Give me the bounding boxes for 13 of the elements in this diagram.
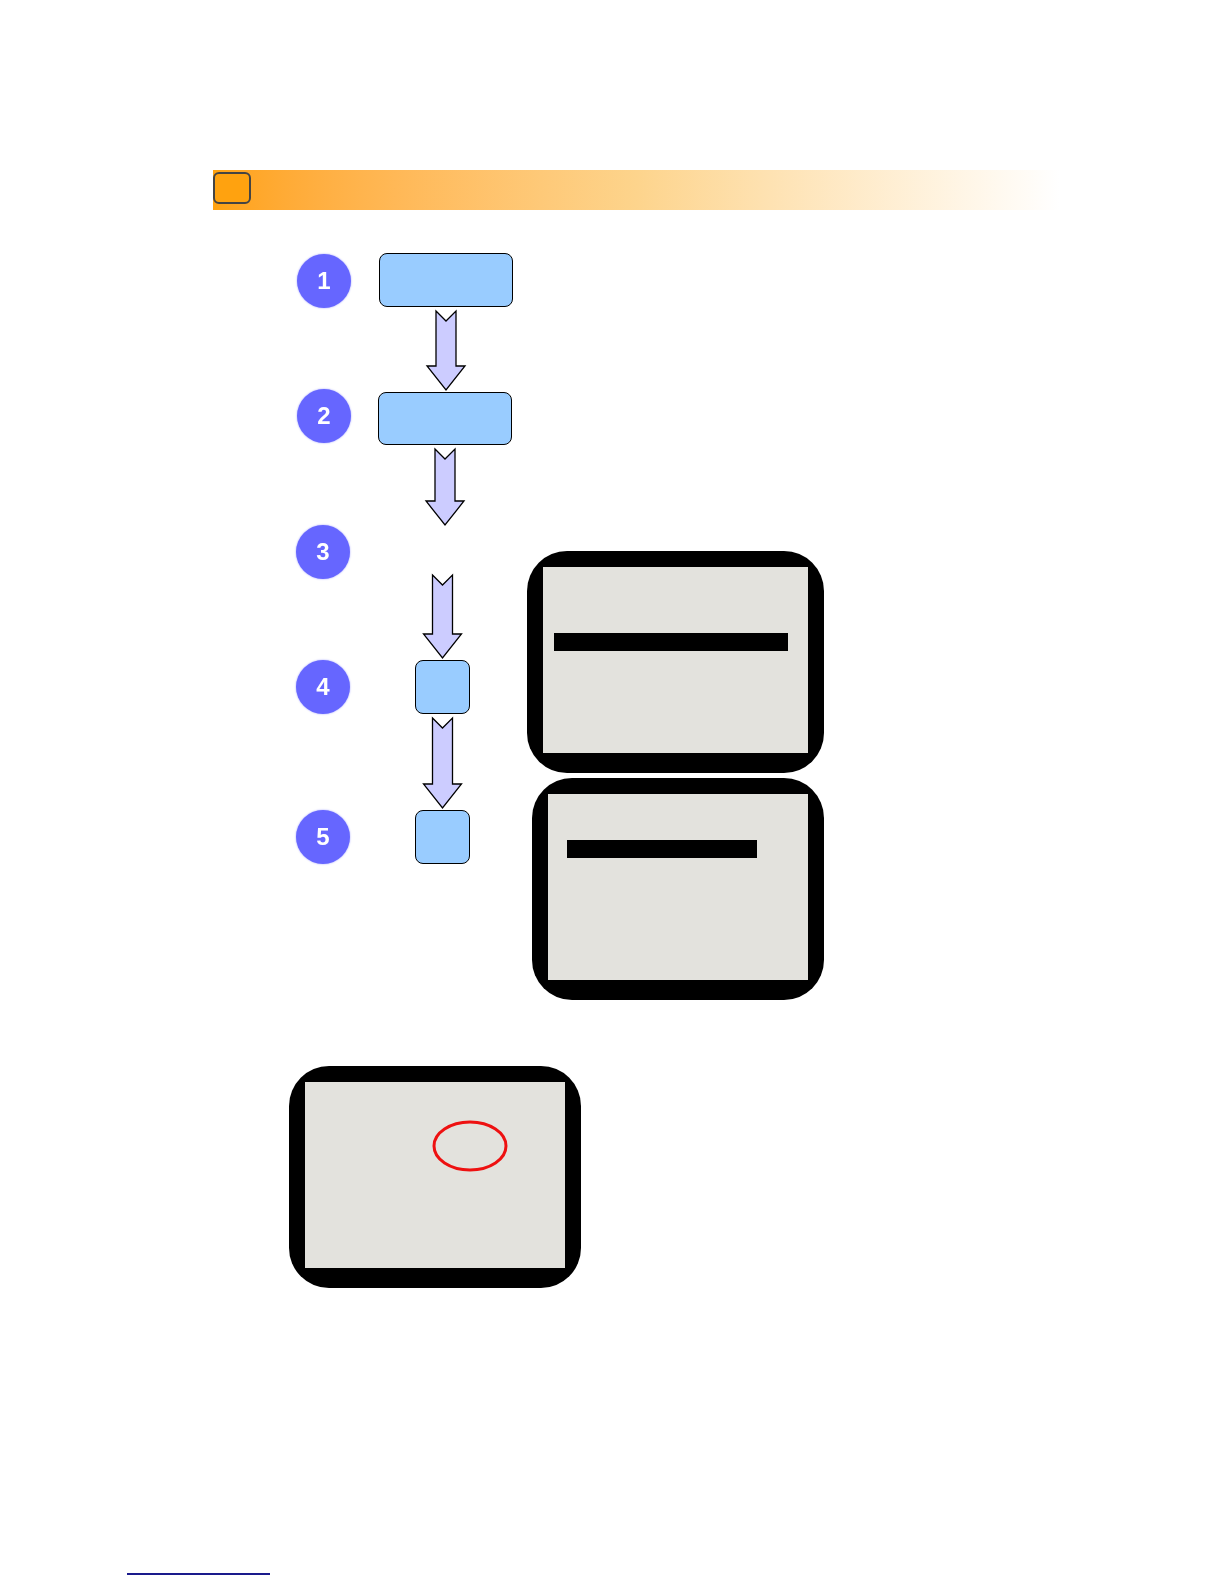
process-box (378, 392, 512, 445)
block-arrow (425, 309, 467, 392)
block-arrow (422, 573, 463, 660)
step-number: 4 (316, 675, 330, 699)
step-number: 1 (317, 269, 331, 293)
step-number: 2 (317, 404, 331, 428)
block-arrow (424, 447, 466, 527)
step-number: 3 (316, 540, 330, 564)
process-box (415, 660, 470, 714)
step-number: 5 (316, 825, 330, 849)
block-arrow (422, 716, 463, 810)
process-box (415, 810, 470, 864)
process-box (379, 253, 513, 307)
